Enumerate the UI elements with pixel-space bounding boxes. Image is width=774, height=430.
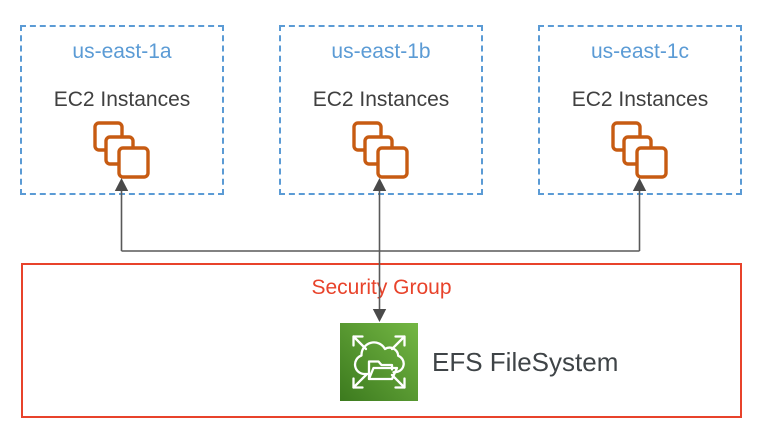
availability-zone-box-us-east-1a: us-east-1a EC2 Instances: [20, 25, 224, 195]
ec2-instances-icon: [93, 121, 150, 179]
az-name-label: us-east-1c: [590, 40, 690, 63]
ec2-instances-label: EC2 Instances: [571, 88, 709, 111]
ec2-instances-label: EC2 Instances: [312, 88, 450, 111]
ec2-instances-icon: [611, 121, 668, 179]
az-name-label: us-east-1b: [331, 40, 431, 63]
az-name-label: us-east-1a: [72, 40, 172, 63]
ec2-instances-icon: [352, 121, 409, 179]
availability-zone-box-us-east-1c: us-east-1c EC2 Instances: [538, 25, 742, 195]
efs-filesystem-unit: EFS FileSystem: [340, 323, 618, 401]
security-group-label: Security Group: [311, 276, 452, 299]
efs-filesystem-label: EFS FileSystem: [432, 346, 619, 377]
ec2-instances-label: EC2 Instances: [53, 88, 191, 111]
availability-zone-box-us-east-1b: us-east-1b EC2 Instances: [279, 25, 483, 195]
efs-filesystem-icon: [340, 323, 418, 401]
